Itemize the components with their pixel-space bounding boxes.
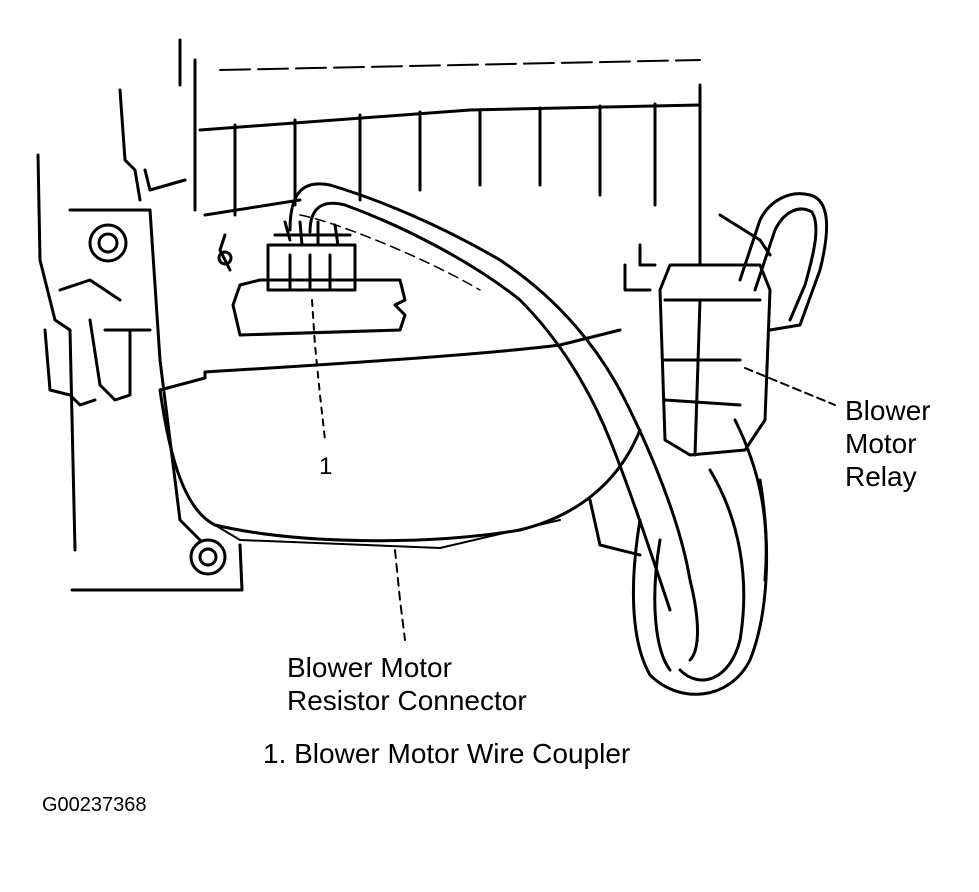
left-bracket <box>36 88 242 592</box>
relay-leader <box>744 367 836 406</box>
right-bracket <box>698 213 772 267</box>
wire-coupler-connector <box>217 220 407 337</box>
figure-id: G00237368 <box>42 794 147 816</box>
resistor-leader <box>394 549 406 641</box>
caption: 1. Blower Motor Wire Coupler <box>263 738 631 769</box>
relay-label-line-3: Relay <box>845 461 917 492</box>
relay-label-line-2: Motor <box>845 428 917 459</box>
resistor-label-line-2: Resistor Connector <box>287 685 527 716</box>
resistor-label-line-1: Blower Motor <box>287 652 452 683</box>
relay-label-line-1: Blower <box>845 395 931 426</box>
blower-motor-relay <box>623 243 772 457</box>
blower-housing <box>158 328 642 592</box>
wire-harness <box>288 182 829 696</box>
heater-core-grid <box>178 38 702 252</box>
callout-1-leader <box>311 299 326 441</box>
callout-1-number: 1 <box>319 453 333 480</box>
